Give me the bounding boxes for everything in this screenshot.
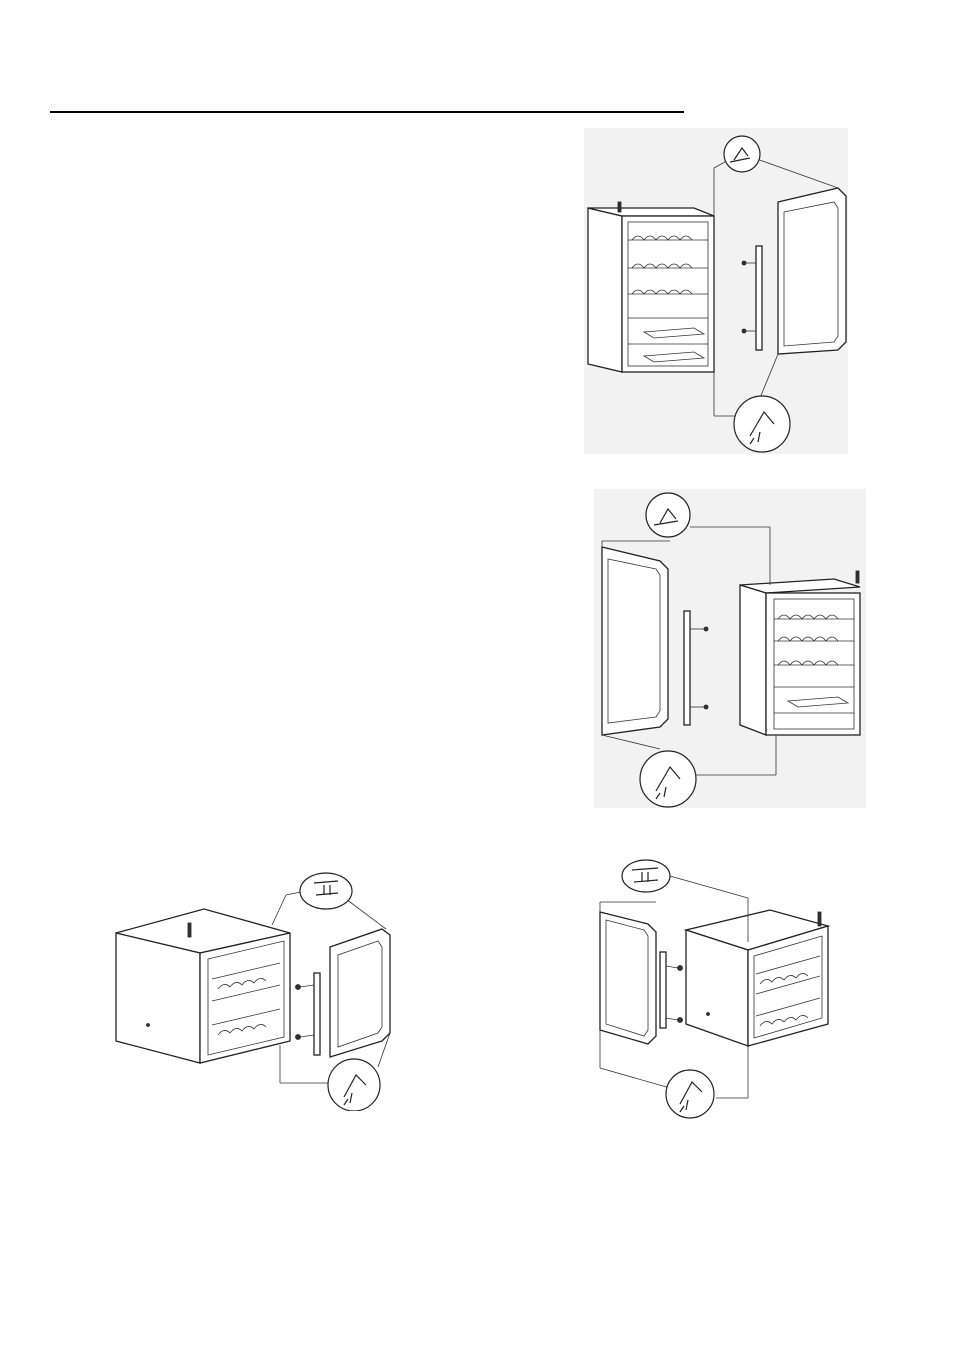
figure-door-removal-right-hinge [584,128,848,454]
bottom-hinge-detail-callout [734,396,790,452]
door-illustration [330,929,390,1057]
door-illustration [778,188,846,354]
top-hinge-detail-callout [646,493,690,537]
top-hinge-detail-callout [724,136,760,172]
section-rule [50,111,684,113]
bottom-hinge-detail-callout [640,751,696,807]
bottom-hinge-detail-callout [328,1059,380,1111]
cabinet-illustration [686,910,828,1046]
top-hinge-detail-callout [622,860,670,892]
cabinet-illustration [116,909,290,1063]
figure-door-reinstall-left-hinge [594,489,866,808]
figure-compact-door-removal [108,861,408,1111]
top-hinge-detail-callout [300,873,352,909]
cabinet-illustration [740,571,860,735]
handle-illustration [296,973,321,1055]
door-illustration [600,912,656,1044]
door-illustration [602,547,668,735]
handle-illustration [660,952,683,1028]
cabinet-illustration [588,202,714,372]
bottom-hinge-detail-callout [666,1070,714,1118]
figure-compact-door-reinstall [592,858,856,1120]
